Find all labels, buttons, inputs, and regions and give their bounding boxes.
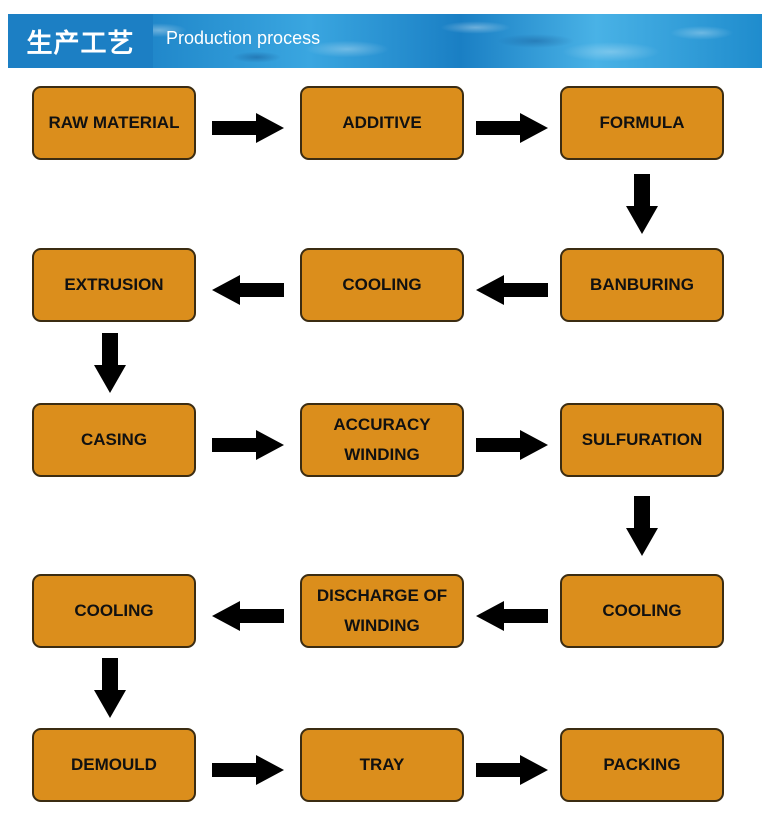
step-casing: CASING [32, 403, 196, 477]
arrow-shape [626, 495, 658, 556]
flow-arrow-down [94, 332, 126, 393]
flow-arrow-right [476, 113, 548, 143]
flow-arrow-down [626, 174, 658, 234]
step-label: RAW MATERIAL [48, 113, 180, 132]
step-packing: PACKING [560, 728, 724, 802]
step-label: TRAY [359, 755, 405, 774]
flow-arrow-right [476, 755, 548, 785]
step-label: SULFURATION [581, 430, 703, 449]
arrow-shape [476, 430, 548, 460]
step-accuracy-winding: ACCURACY WINDING [300, 403, 464, 477]
step-additive: ADDITIVE [300, 86, 464, 160]
step-label: ACCURACY WINDING [333, 415, 431, 464]
step-tray: TRAY [300, 728, 464, 802]
arrow-shape [212, 275, 284, 305]
arrow-shape [476, 275, 548, 305]
step-cooling-1: COOLING [300, 248, 464, 322]
flow-arrow-left [476, 275, 548, 305]
arrow-shape [476, 113, 548, 143]
step-label: ADDITIVE [342, 113, 422, 132]
flow-arrow-left [212, 275, 284, 305]
step-sulfuration: SULFURATION [560, 403, 724, 477]
header-banner: 生产工艺 Production process [8, 14, 762, 68]
header-title-cn: 生产工艺 [26, 28, 135, 59]
step-label: DEMOULD [71, 755, 157, 774]
step-label: COOLING [342, 275, 422, 294]
step-label: DISCHARGE OF WINDING [316, 586, 448, 635]
flow-arrow-left [212, 601, 284, 631]
arrow-shape [94, 332, 126, 393]
flow-arrow-right [212, 113, 284, 143]
step-demould: DEMOULD [32, 728, 196, 802]
flow-arrow-right [212, 430, 284, 460]
step-label: BANBURING [590, 275, 694, 294]
arrow-shape [212, 113, 284, 143]
flow-arrow-right [212, 755, 284, 785]
step-label: CASING [80, 430, 148, 449]
step-banburing: BANBURING [560, 248, 724, 322]
flow-arrow-down [626, 495, 658, 556]
step-extrusion: EXTRUSION [32, 248, 196, 322]
step-discharge-of-winding: DISCHARGE OF WINDING [300, 574, 464, 648]
arrow-shape [212, 430, 284, 460]
step-formula: FORMULA [560, 86, 724, 160]
header-tab: 生产工艺 [8, 14, 153, 68]
flow-arrow-down [94, 658, 126, 718]
flow-arrow-right [476, 430, 548, 460]
step-label: COOLING [74, 601, 154, 620]
arrow-shape [94, 658, 126, 718]
step-raw-material: RAW MATERIAL [32, 86, 196, 160]
arrow-shape [212, 601, 284, 631]
arrow-shape [212, 755, 284, 785]
step-cooling-3: COOLING [32, 574, 196, 648]
step-label: EXTRUSION [64, 275, 164, 294]
arrow-shape [626, 174, 658, 234]
flow-arrow-left [476, 601, 548, 631]
arrow-shape [476, 755, 548, 785]
step-label: PACKING [603, 755, 681, 774]
step-label: FORMULA [599, 113, 685, 132]
step-label: COOLING [602, 601, 682, 620]
header-title-en: Production process [166, 28, 321, 48]
arrow-shape [476, 601, 548, 631]
step-cooling-2: COOLING [560, 574, 724, 648]
